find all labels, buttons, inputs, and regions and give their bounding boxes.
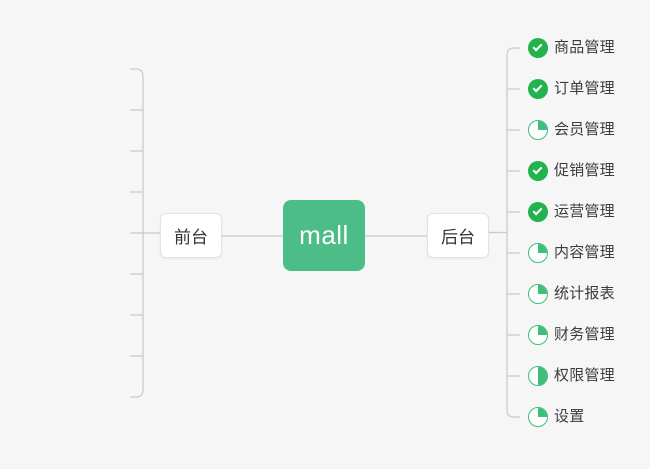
pie-wedge [529, 408, 547, 426]
right-item[interactable]: 财务管理 [528, 323, 615, 347]
pie-wedge [529, 285, 547, 303]
right-item-label: 统计报表 [554, 285, 615, 302]
right-item-label: 商品管理 [554, 39, 615, 56]
progress-pie-icon [528, 284, 548, 304]
right-item[interactable]: 设置 [528, 405, 584, 429]
node-frontend[interactable]: 前台 [160, 213, 222, 258]
pie-wedge [529, 121, 547, 139]
right-item[interactable]: 运营管理 [528, 200, 615, 224]
right-item[interactable]: 内容管理 [528, 241, 615, 265]
right-item[interactable]: 促销管理 [528, 159, 615, 183]
right-item-label: 订单管理 [554, 80, 615, 97]
right-item-label: 促销管理 [554, 162, 615, 179]
progress-pie-icon [528, 325, 548, 345]
check-circle-icon [528, 202, 548, 222]
right-item[interactable]: 权限管理 [528, 364, 615, 388]
check-icon [532, 205, 543, 216]
check-icon [532, 41, 543, 52]
check-icon [532, 82, 543, 93]
check-icon [532, 164, 543, 175]
right-item-label: 内容管理 [554, 244, 615, 261]
pie-wedge [529, 244, 547, 262]
node-frontend-label: 前台 [174, 228, 208, 247]
progress-pie-icon [528, 120, 548, 140]
pie-wedge [529, 367, 547, 385]
check-circle-icon [528, 161, 548, 181]
right-bracket-spine [506, 47, 515, 418]
pie-wedge [529, 326, 547, 344]
right-item-label: 财务管理 [554, 326, 615, 343]
right-item[interactable]: 会员管理 [528, 118, 615, 142]
progress-pie-icon [528, 366, 548, 386]
right-item-label: 权限管理 [554, 367, 615, 384]
check-circle-icon [528, 79, 548, 99]
node-backend[interactable]: 后台 [427, 213, 489, 258]
node-root-mall[interactable]: mall [283, 200, 365, 271]
right-item-label: 运营管理 [554, 203, 615, 220]
node-backend-label: 后台 [441, 228, 475, 247]
check-circle-icon [528, 38, 548, 58]
right-item[interactable]: 统计报表 [528, 282, 615, 306]
progress-pie-icon [528, 407, 548, 427]
right-item-label: 会员管理 [554, 121, 615, 138]
progress-pie-icon [528, 243, 548, 263]
node-root-label: mall [299, 220, 349, 250]
right-item[interactable]: 商品管理 [528, 36, 615, 60]
right-item-label: 设置 [554, 408, 585, 425]
right-item[interactable]: 订单管理 [528, 77, 615, 101]
